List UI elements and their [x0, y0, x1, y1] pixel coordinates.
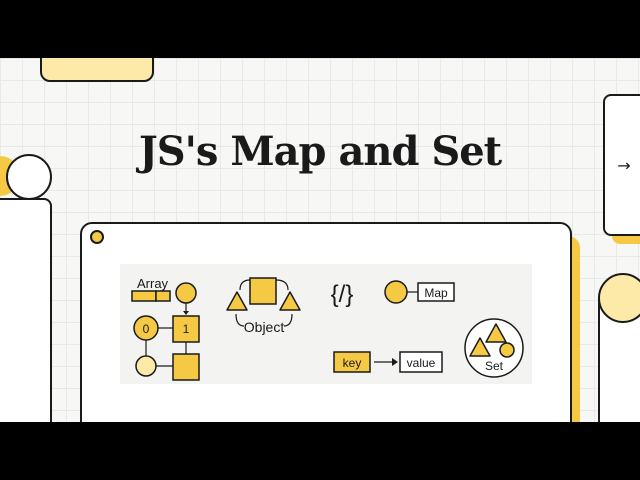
- array-index-1: 1: [183, 322, 190, 336]
- array-node-light: [135, 355, 157, 377]
- map-key-circle: [384, 280, 408, 304]
- object-label: Object: [244, 319, 285, 335]
- object-arc-left: [239, 279, 251, 291]
- object-triangle-right: [279, 291, 301, 311]
- map-label: Map: [424, 286, 448, 300]
- object-bracket-left: [235, 313, 245, 327]
- map-box: [417, 282, 455, 302]
- array-bar-1: [131, 290, 157, 302]
- braces-glyph: {/}: [331, 281, 354, 308]
- letterbox-bottom: [0, 422, 640, 480]
- set-label: Set: [485, 359, 504, 373]
- value-box: [399, 351, 443, 373]
- array-bar-2: [155, 290, 171, 302]
- value-label: value: [407, 356, 436, 370]
- set-inner-circle: [499, 342, 515, 358]
- object-triangle-left: [226, 291, 248, 311]
- key-label: key: [343, 356, 362, 370]
- key-box: [333, 351, 371, 373]
- letterbox-top: [0, 0, 640, 58]
- array-index-0: 0: [143, 322, 150, 336]
- array-node-circle: [175, 282, 197, 304]
- array-arrowhead: [183, 311, 189, 315]
- slide-stage: → JS's Map and Set Array 0 1 Object: [0, 58, 640, 422]
- decorative-circle-white: [6, 154, 52, 200]
- object-arc-right: [275, 279, 289, 291]
- concept-diagram: Array 0 1 Object {/} Map key: [131, 276, 524, 381]
- decorative-tab: [40, 58, 154, 82]
- key-value-arrowhead: [392, 358, 398, 366]
- array-box-bottom: [172, 353, 200, 381]
- next-slide-card[interactable]: →: [603, 94, 640, 236]
- page-title: JS's Map and Set: [138, 128, 502, 175]
- set-circle: [464, 318, 524, 378]
- decorative-left-panel: [0, 198, 52, 422]
- set-triangle-top: [485, 323, 507, 343]
- array-index-1-box: [172, 315, 200, 343]
- set-triangle-left: [469, 337, 491, 357]
- decorative-circle-right: [598, 273, 640, 323]
- object-bracket-right: [283, 313, 293, 327]
- object-square: [249, 277, 277, 305]
- arrow-right-icon: →: [617, 155, 631, 175]
- array-label: Array: [137, 276, 169, 291]
- card-corner-dot: [90, 230, 104, 244]
